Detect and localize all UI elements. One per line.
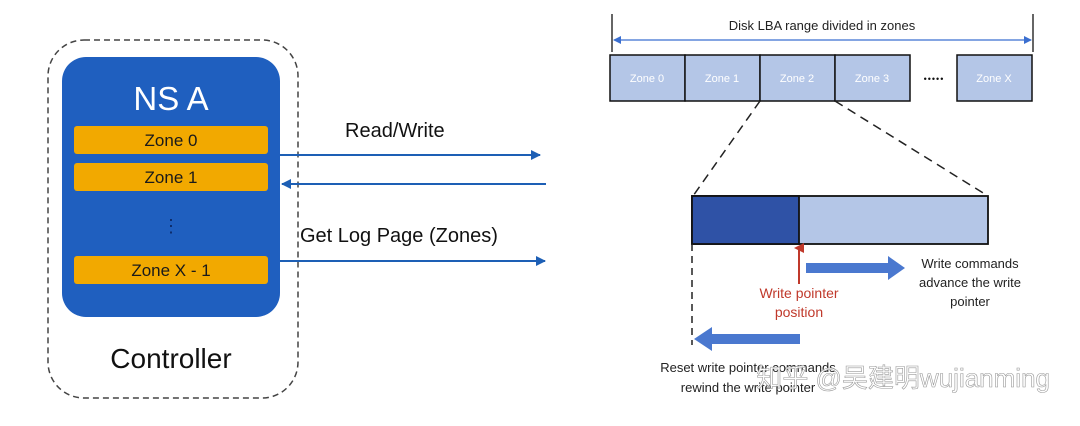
zoom-line-left [692, 100, 761, 197]
write-commands-label-line3: pointer [950, 294, 990, 309]
controller-box [47, 39, 299, 399]
write-commands-label-line1: Write commands [921, 256, 1019, 271]
zone-cell-2 [759, 54, 836, 102]
zone-detail-written [691, 195, 800, 245]
zone-1-label: Zone 1 [145, 168, 198, 187]
zoom-line-right [834, 100, 989, 197]
zone-cell-x-label: Zone X [976, 73, 1012, 85]
zone-cell-3 [834, 54, 911, 102]
zone-cell-1-label: Zone 1 [705, 73, 739, 85]
watermark-text: 知乎 @吴建明wujianming [756, 363, 1050, 393]
get-log-page-label: Get Log Page (Zones) [300, 225, 498, 247]
zone-cells-ellipsis: ••••• [924, 74, 945, 84]
zone-ellipsis: ⋮ [162, 216, 180, 236]
reset-pointer-arrow [694, 327, 800, 351]
zone-cell-3-label: Zone 3 [855, 73, 889, 85]
zone-cell-0 [609, 54, 686, 102]
zone-cell-x [956, 54, 1033, 102]
zone-x-1-box [74, 256, 268, 284]
zone-cell-2-label: Zone 2 [780, 73, 814, 85]
reset-label-line2: rewind the write pointer [681, 380, 816, 395]
write-pointer-label-line1: Write pointer [759, 285, 838, 301]
zone-1-box [74, 163, 268, 191]
read-write-label: Read/Write [345, 120, 445, 142]
namespace-label: NS A [133, 80, 208, 117]
zone-cell-0-label: Zone 0 [630, 73, 664, 85]
zone-x-1-label: Zone X - 1 [131, 261, 210, 280]
zone-0-label: Zone 0 [145, 131, 198, 150]
controller-label: Controller [110, 343, 231, 374]
write-commands-arrow [806, 256, 905, 280]
reset-label-line1: Reset write pointer commands [660, 360, 836, 375]
range-label: Disk LBA range divided in zones [729, 18, 916, 33]
write-commands-label-line2: advance the write [919, 275, 1021, 290]
zone-cell-1 [684, 54, 761, 102]
write-pointer-label-line2: position [775, 304, 823, 320]
zone-0-box [74, 126, 268, 154]
